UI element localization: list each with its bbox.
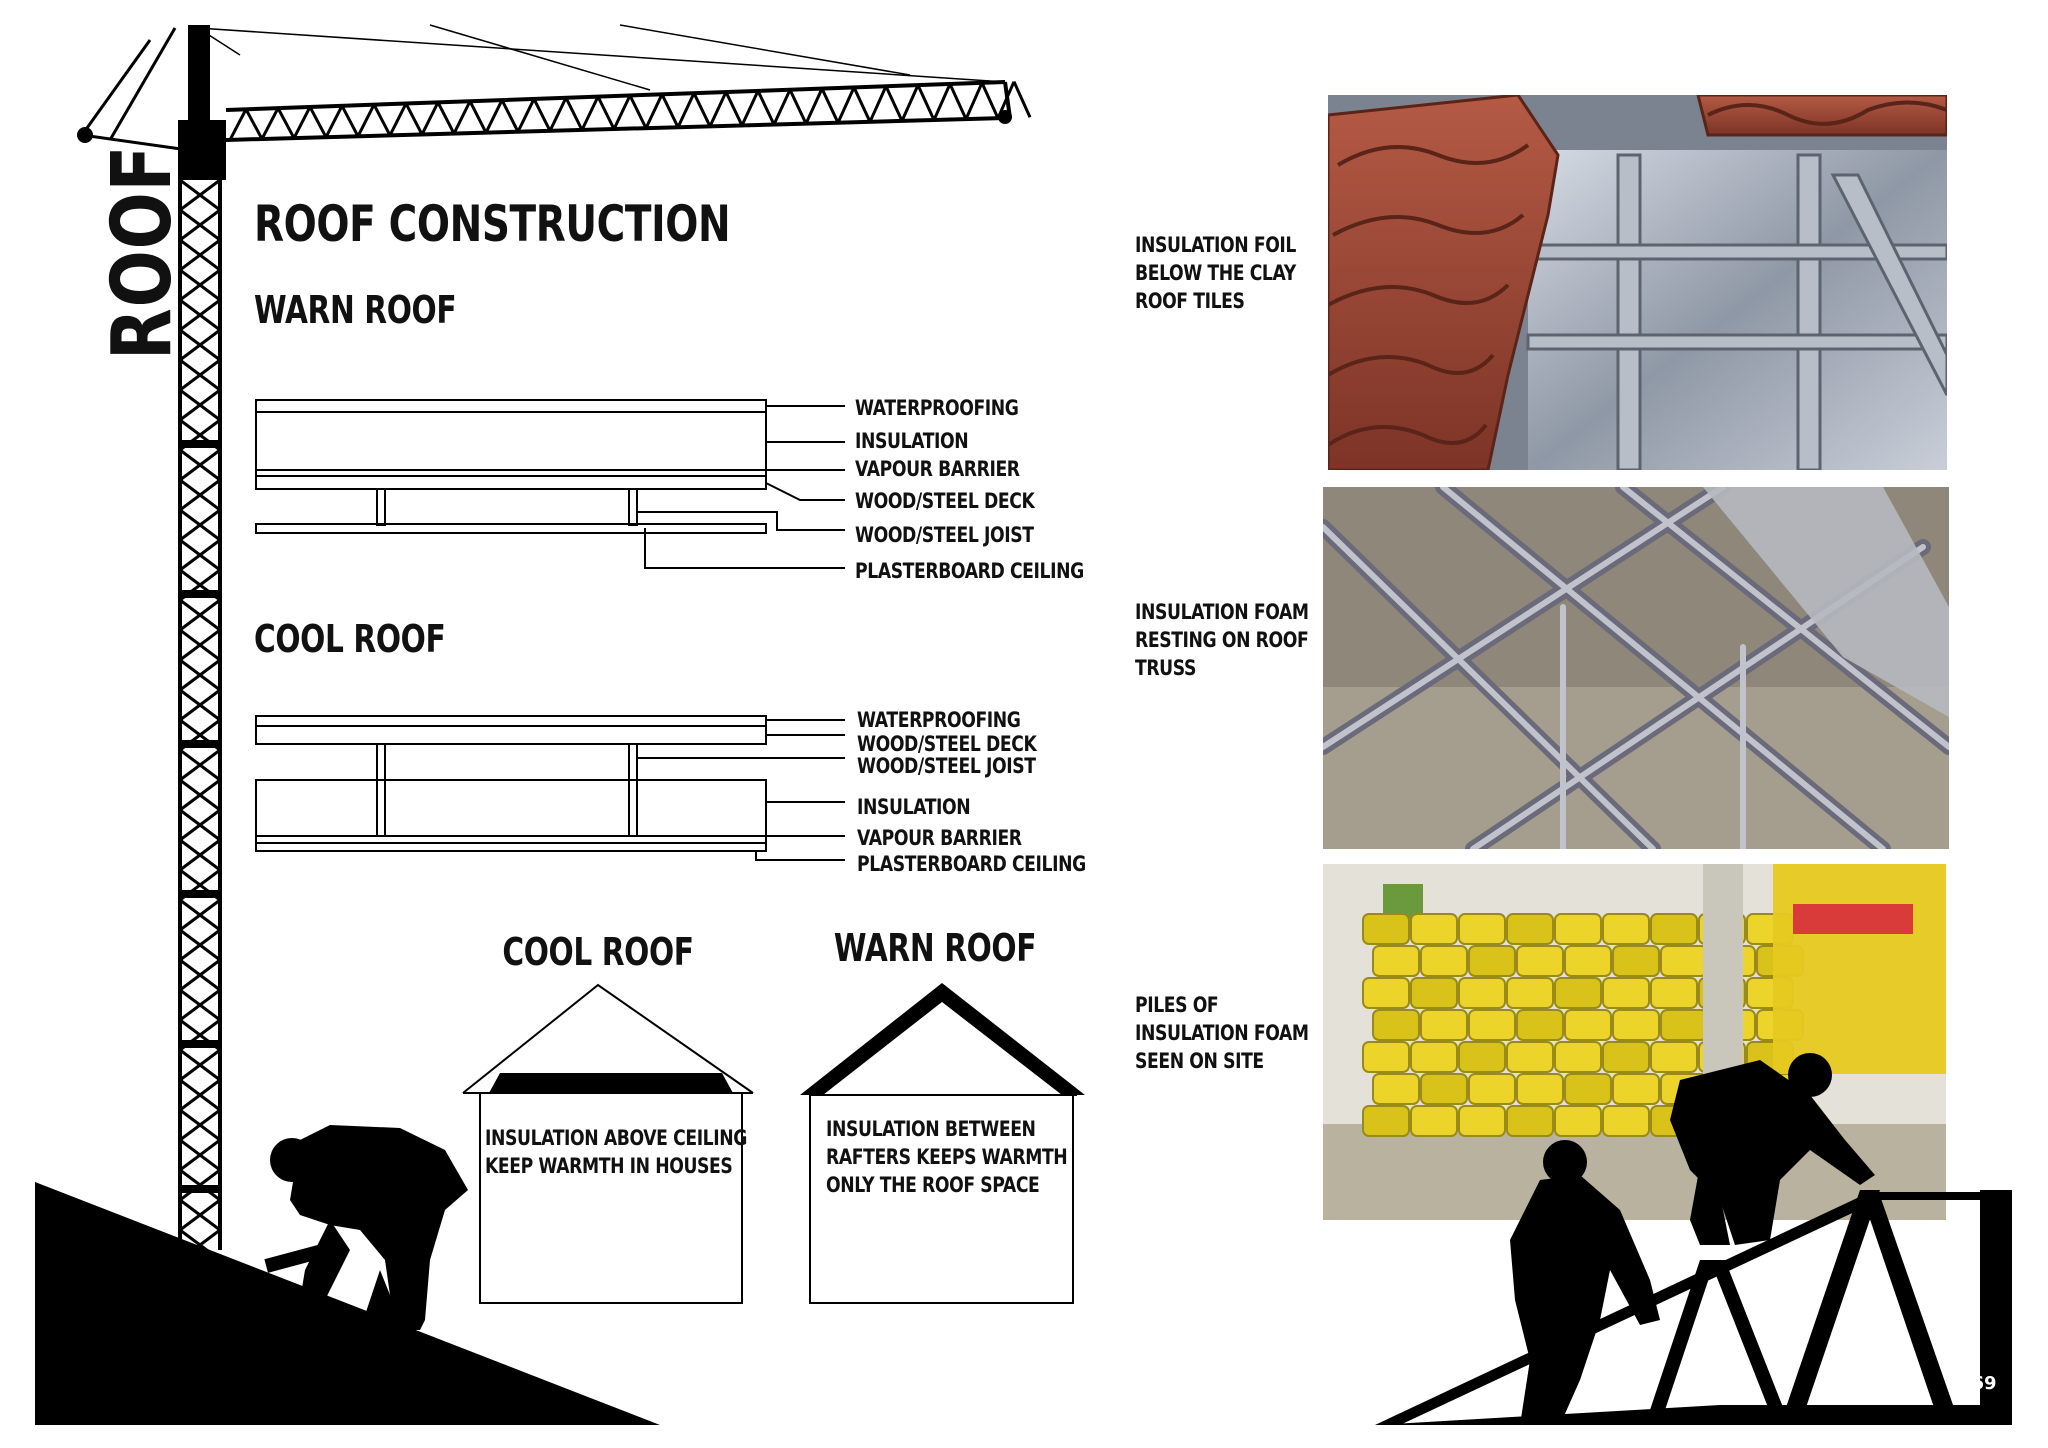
page-title: ROOF CONSTRUCTION (254, 195, 731, 253)
photo-caption-piles: PILES OF INSULATION FOAM SEEN ON SITE (1135, 993, 1309, 1073)
photo-roof-truss-foam (1323, 487, 1949, 849)
warm-label-ceiling: PLASTERBOARD CEILING (855, 559, 1084, 583)
page-number: 69 (1971, 1373, 1997, 1394)
warm-house-title: WARN ROOF (833, 926, 1037, 970)
cool-label-joist: WOOD/STEEL JOIST (857, 754, 1036, 778)
cool-label-vapour-barrier: VAPOUR BARRIER (857, 826, 1022, 850)
warm-house-text: INSULATION BETWEEN RAFTERS KEEPS WARMTH … (826, 1117, 1068, 1197)
cool-label-insulation: INSULATION (857, 795, 971, 819)
cool-label-deck: WOOD/STEEL DECK (857, 732, 1037, 756)
warm-label-joist: WOOD/STEEL JOIST (855, 523, 1034, 547)
photo-caption-truss: INSULATION FOAM RESTING ON ROOF TRUSS (1135, 600, 1309, 680)
warm-label-waterproofing: WATERPROOFING (855, 396, 1019, 420)
cool-house-text: INSULATION ABOVE CEILING KEEP WARMTH IN … (485, 1126, 747, 1178)
photo-caption-foil: INSULATION FOIL BELOW THE CLAY ROOF TILE… (1135, 233, 1297, 313)
cool-house-title: COOL ROOF (502, 930, 694, 974)
cool-label-waterproofing: WATERPROOFING (857, 708, 1021, 732)
cool-label-ceiling: PLASTERBOARD CEILING (857, 852, 1086, 876)
photo-clay-tiles-foil (1328, 95, 1947, 470)
cool-roof-heading: COOL ROOF (254, 617, 446, 661)
warm-label-insulation: INSULATION (855, 429, 969, 453)
warm-label-deck: WOOD/STEEL DECK (855, 489, 1035, 513)
warm-label-vapour-barrier: VAPOUR BARRIER (855, 457, 1020, 481)
warm-roof-heading: WARN ROOF (254, 288, 457, 332)
